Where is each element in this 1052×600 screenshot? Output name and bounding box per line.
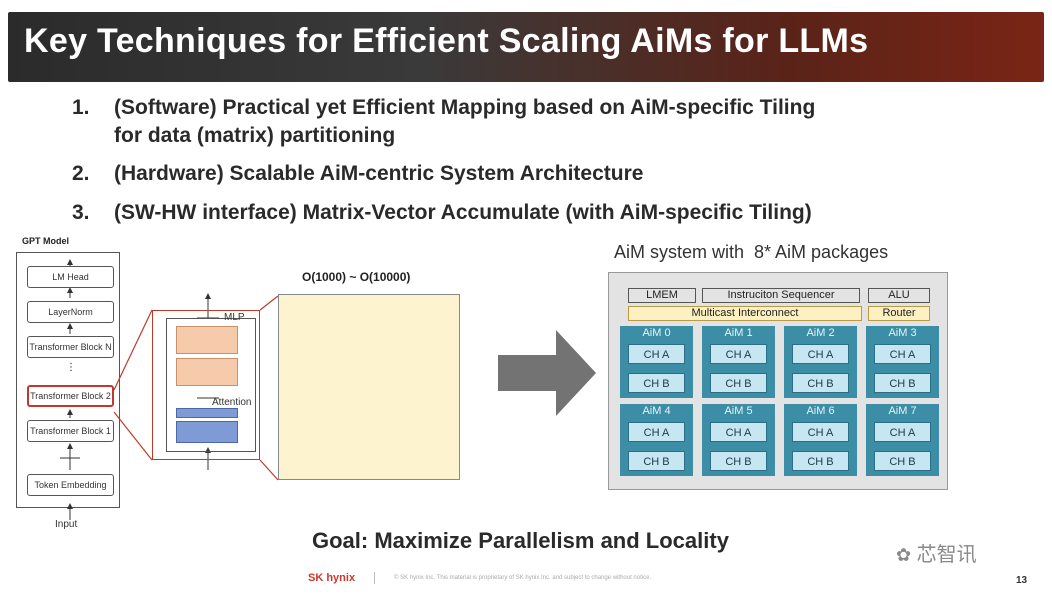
gpt-input-label: Input	[55, 519, 78, 530]
channel-b: CH B	[874, 451, 931, 471]
channel-a: CH A	[792, 422, 849, 442]
slide-title: Key Techniques for Efficient Scaling AiM…	[24, 22, 869, 60]
channel-b: CH B	[628, 373, 685, 393]
bullet-2-number: 2.	[72, 162, 90, 185]
gpt-model-heading: GPT Model	[22, 236, 69, 246]
mlp-layer-2	[176, 358, 238, 386]
goal-statement: Goal: Maximize Parallelism and Locality	[312, 528, 729, 553]
aim-package-5: AiM 5 CH A CH B	[702, 404, 775, 476]
bullet-1: 1. (Software) Practical yet Efficient Map…	[72, 96, 815, 120]
aim-package-1: AiM 1 CH A CH B	[702, 326, 775, 398]
bullet-3: 3. (SW-HW interface) Matrix-Vector Accumu…	[72, 201, 812, 225]
router-block: Router	[868, 306, 930, 321]
big-arrow	[498, 330, 596, 416]
title-bar	[8, 12, 1044, 82]
channel-a: CH A	[792, 344, 849, 364]
bullet-2: 2. (Hardware) Scalable AiM-centric System…	[72, 162, 643, 186]
bullet-1-number: 1.	[72, 96, 90, 119]
watermark-label: 芯智讯	[916, 544, 977, 566]
bullet-2-line1: (Hardware) Scalable AiM-centric System A…	[114, 162, 644, 185]
bullet-1-line2: for data (matrix) partitioning	[114, 124, 396, 147]
aim-package-0: AiM 0 CH A CH B	[620, 326, 693, 398]
gpt-ellipsis: ⋮	[66, 362, 76, 373]
attention-layer-2	[176, 421, 238, 443]
aim-package-6: AiM 6 CH A CH B	[784, 404, 857, 476]
sk-hynix-logo: SK hynix	[308, 572, 356, 584]
system-title: AiM system with 8* AiM packages	[614, 242, 889, 262]
mlp-layer-1	[176, 326, 238, 354]
watermark-text: ✿ 芯智讯	[896, 538, 977, 567]
channel-b: CH B	[710, 373, 767, 393]
channel-a: CH A	[628, 344, 685, 364]
zoom-frame	[152, 310, 260, 460]
aim-package-label: AiM 6	[806, 405, 835, 417]
mlp-label: MLP	[224, 312, 245, 323]
aim-package-3: AiM 3 CH A CH B	[866, 326, 939, 398]
footer-notice: © SK hynix Inc. This material is proprie…	[394, 575, 652, 581]
channel-a: CH A	[874, 422, 931, 442]
matrix-size-label: O(1000) ~ O(10000)	[302, 270, 411, 284]
bullet-3-line1: (SW-HW interface) Matrix-Vector Accumula…	[114, 201, 812, 224]
page-number: 13	[1016, 575, 1028, 586]
lmem-block: LMEM	[628, 288, 696, 303]
channel-b: CH B	[792, 373, 849, 393]
gpt-block-layernorm: LayerNorm	[27, 301, 114, 323]
footer-divider	[374, 572, 375, 584]
channel-a: CH A	[874, 344, 931, 364]
bullet-3-number: 3.	[72, 201, 90, 224]
channel-a: CH A	[710, 344, 767, 364]
aim-package-label: AiM 1	[724, 327, 753, 339]
attention-label: Attention	[212, 397, 252, 408]
aim-package-label: AiM 0	[642, 327, 671, 339]
channel-b: CH B	[874, 373, 931, 393]
aim-package-label: AiM 2	[806, 327, 835, 339]
gpt-block-transformer-2: Transformer Block 2	[27, 385, 114, 407]
block-detail-frame	[166, 318, 256, 452]
aim-package-label: AiM 7	[888, 405, 917, 417]
gpt-block-transformer-n: Transformer Block N	[27, 336, 114, 358]
channel-b: CH B	[792, 451, 849, 471]
alu-block: ALU	[868, 288, 930, 303]
multicast-interconnect: Multicast Interconnect	[628, 306, 862, 321]
wechat-icon: ✿	[896, 545, 912, 565]
attention-layer-1	[176, 408, 238, 418]
channel-a: CH A	[710, 422, 767, 442]
aim-package-label: AiM 4	[642, 405, 671, 417]
channel-a: CH A	[628, 422, 685, 442]
channel-b: CH B	[628, 451, 685, 471]
channel-b: CH B	[710, 451, 767, 471]
gpt-block-token-embedding: Token Embedding	[27, 474, 114, 496]
gpt-block-lm-head: LM Head	[27, 266, 114, 288]
aim-package-label: AiM 3	[888, 327, 917, 339]
aim-package-2: AiM 2 CH A CH B	[784, 326, 857, 398]
aim-package-4: AiM 4 CH A CH B	[620, 404, 693, 476]
gpt-block-transformer-1: Transformer Block 1	[27, 420, 114, 442]
aim-package-label: AiM 5	[724, 405, 753, 417]
bullet-1-line1: (Software) Practical yet Efficient Mappi…	[114, 96, 816, 119]
aim-package-7: AiM 7 CH A CH B	[866, 404, 939, 476]
sequencer-block: Instruciton Sequencer	[702, 288, 860, 303]
weight-matrix	[278, 294, 460, 480]
